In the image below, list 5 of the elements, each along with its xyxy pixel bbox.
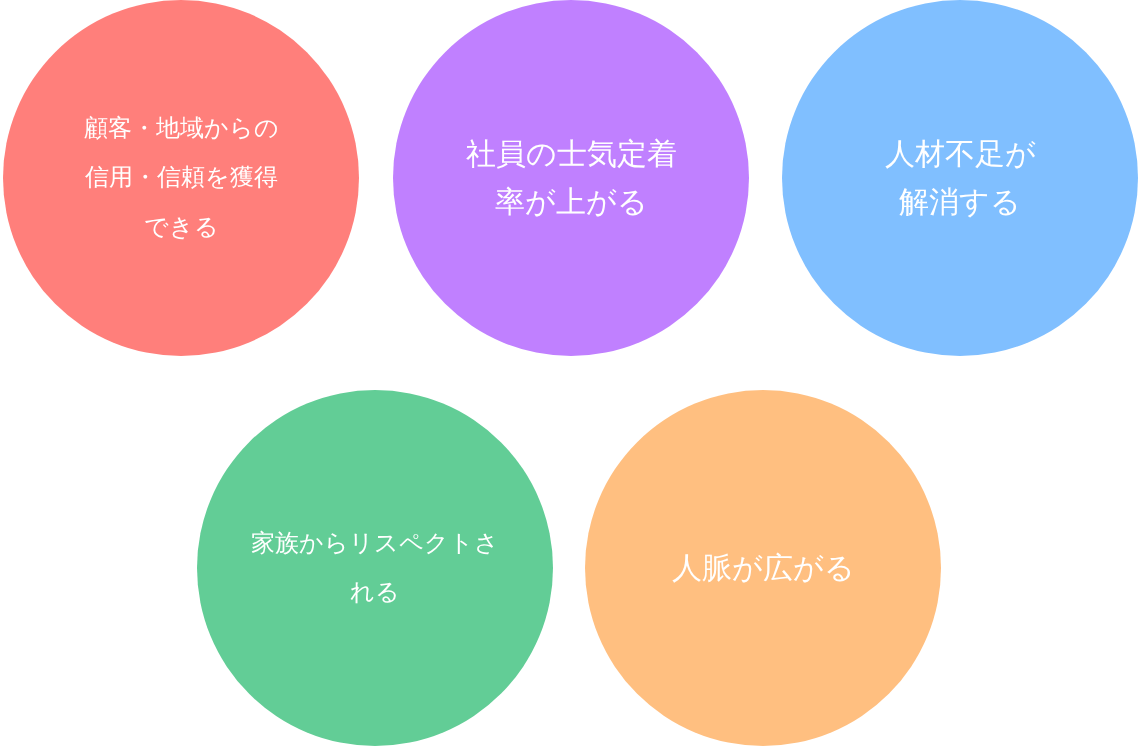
node-label: 顧客・地域からの信用・信頼を獲得できる — [82, 113, 280, 243]
node-label: 人材不足が解消する — [883, 135, 1037, 221]
node-label: 人脈が広がる — [671, 549, 855, 587]
node-label: 家族からリスペクトされる — [250, 527, 500, 608]
node-label: 社員の士気定着率が上がる — [464, 135, 678, 221]
